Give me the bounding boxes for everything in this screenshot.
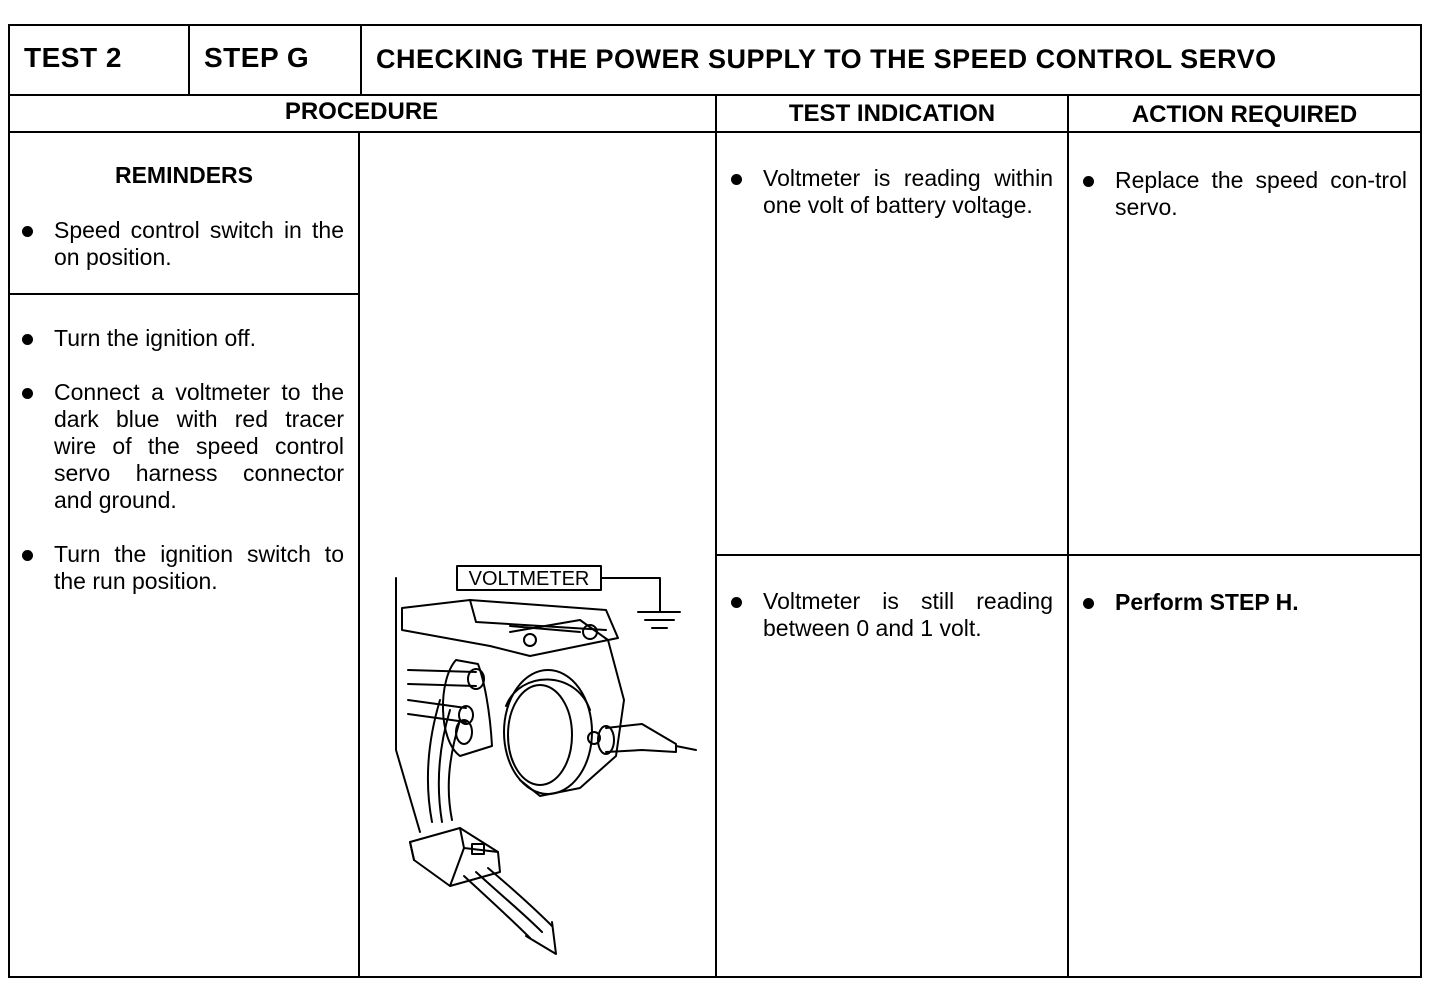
header-divider-2: [360, 24, 362, 95]
test-indication-1: Voltmeter is reading within one volt of …: [717, 165, 1053, 246]
reminders-title: REMINDERS: [114, 162, 253, 188]
border-top: [8, 24, 1422, 26]
header-divider-1: [188, 24, 190, 95]
test-indication-2: Voltmeter is still reading between 0 and…: [717, 588, 1053, 669]
procedure-step: Connect a voltmeter to the dark blue wit…: [8, 379, 344, 514]
reminder-item: Speed control switch in the on position.: [8, 217, 344, 271]
border-left: [8, 24, 10, 978]
column-header-test-indication: TEST INDICATION: [788, 100, 996, 127]
results-row-divider: [715, 554, 1422, 556]
procedure-step: Turn the ignition off.: [8, 325, 344, 352]
voltmeter-label: VOLTMETER: [469, 568, 590, 590]
column-header-procedure: PROCEDURE: [284, 98, 439, 125]
servo-harness-voltmeter-diagram-icon: VOLTMETER: [395, 565, 697, 955]
procedure-step: Turn the ignition switch to the run posi…: [8, 541, 344, 595]
action-text: Replace the speed con-trol servo.: [1069, 167, 1407, 221]
page-title: CHECKING THE POWER SUPPLY TO THE SPEED C…: [376, 44, 1277, 74]
indication-text: Voltmeter is reading within one volt of …: [717, 165, 1053, 219]
indication-action-divider: [1067, 95, 1069, 977]
procedure-indication-divider: [715, 95, 717, 977]
test-step-table: TEST 2 STEP G CHECKING THE POWER SUPPLY …: [8, 24, 1422, 978]
reminders-list: Speed control switch in the on position.: [8, 217, 344, 298]
procedure-steps-list: Turn the ignition off. Connect a voltmet…: [8, 325, 344, 622]
procedure-inner-divider: [358, 132, 360, 977]
action-required-2: Perform STEP H.: [1069, 589, 1407, 643]
indication-text: Voltmeter is still reading between 0 and…: [717, 588, 1053, 642]
border-bottom: [8, 976, 1422, 978]
action-text: Perform STEP H.: [1069, 589, 1407, 616]
reminders-bottom-line: [8, 293, 360, 295]
test-number: TEST 2: [24, 42, 122, 73]
step-letter: STEP G: [204, 42, 310, 73]
column-header-action-required: ACTION REQUIRED: [1131, 101, 1358, 128]
border-right: [1420, 24, 1422, 978]
action-required-1: Replace the speed con-trol servo.: [1069, 167, 1407, 248]
